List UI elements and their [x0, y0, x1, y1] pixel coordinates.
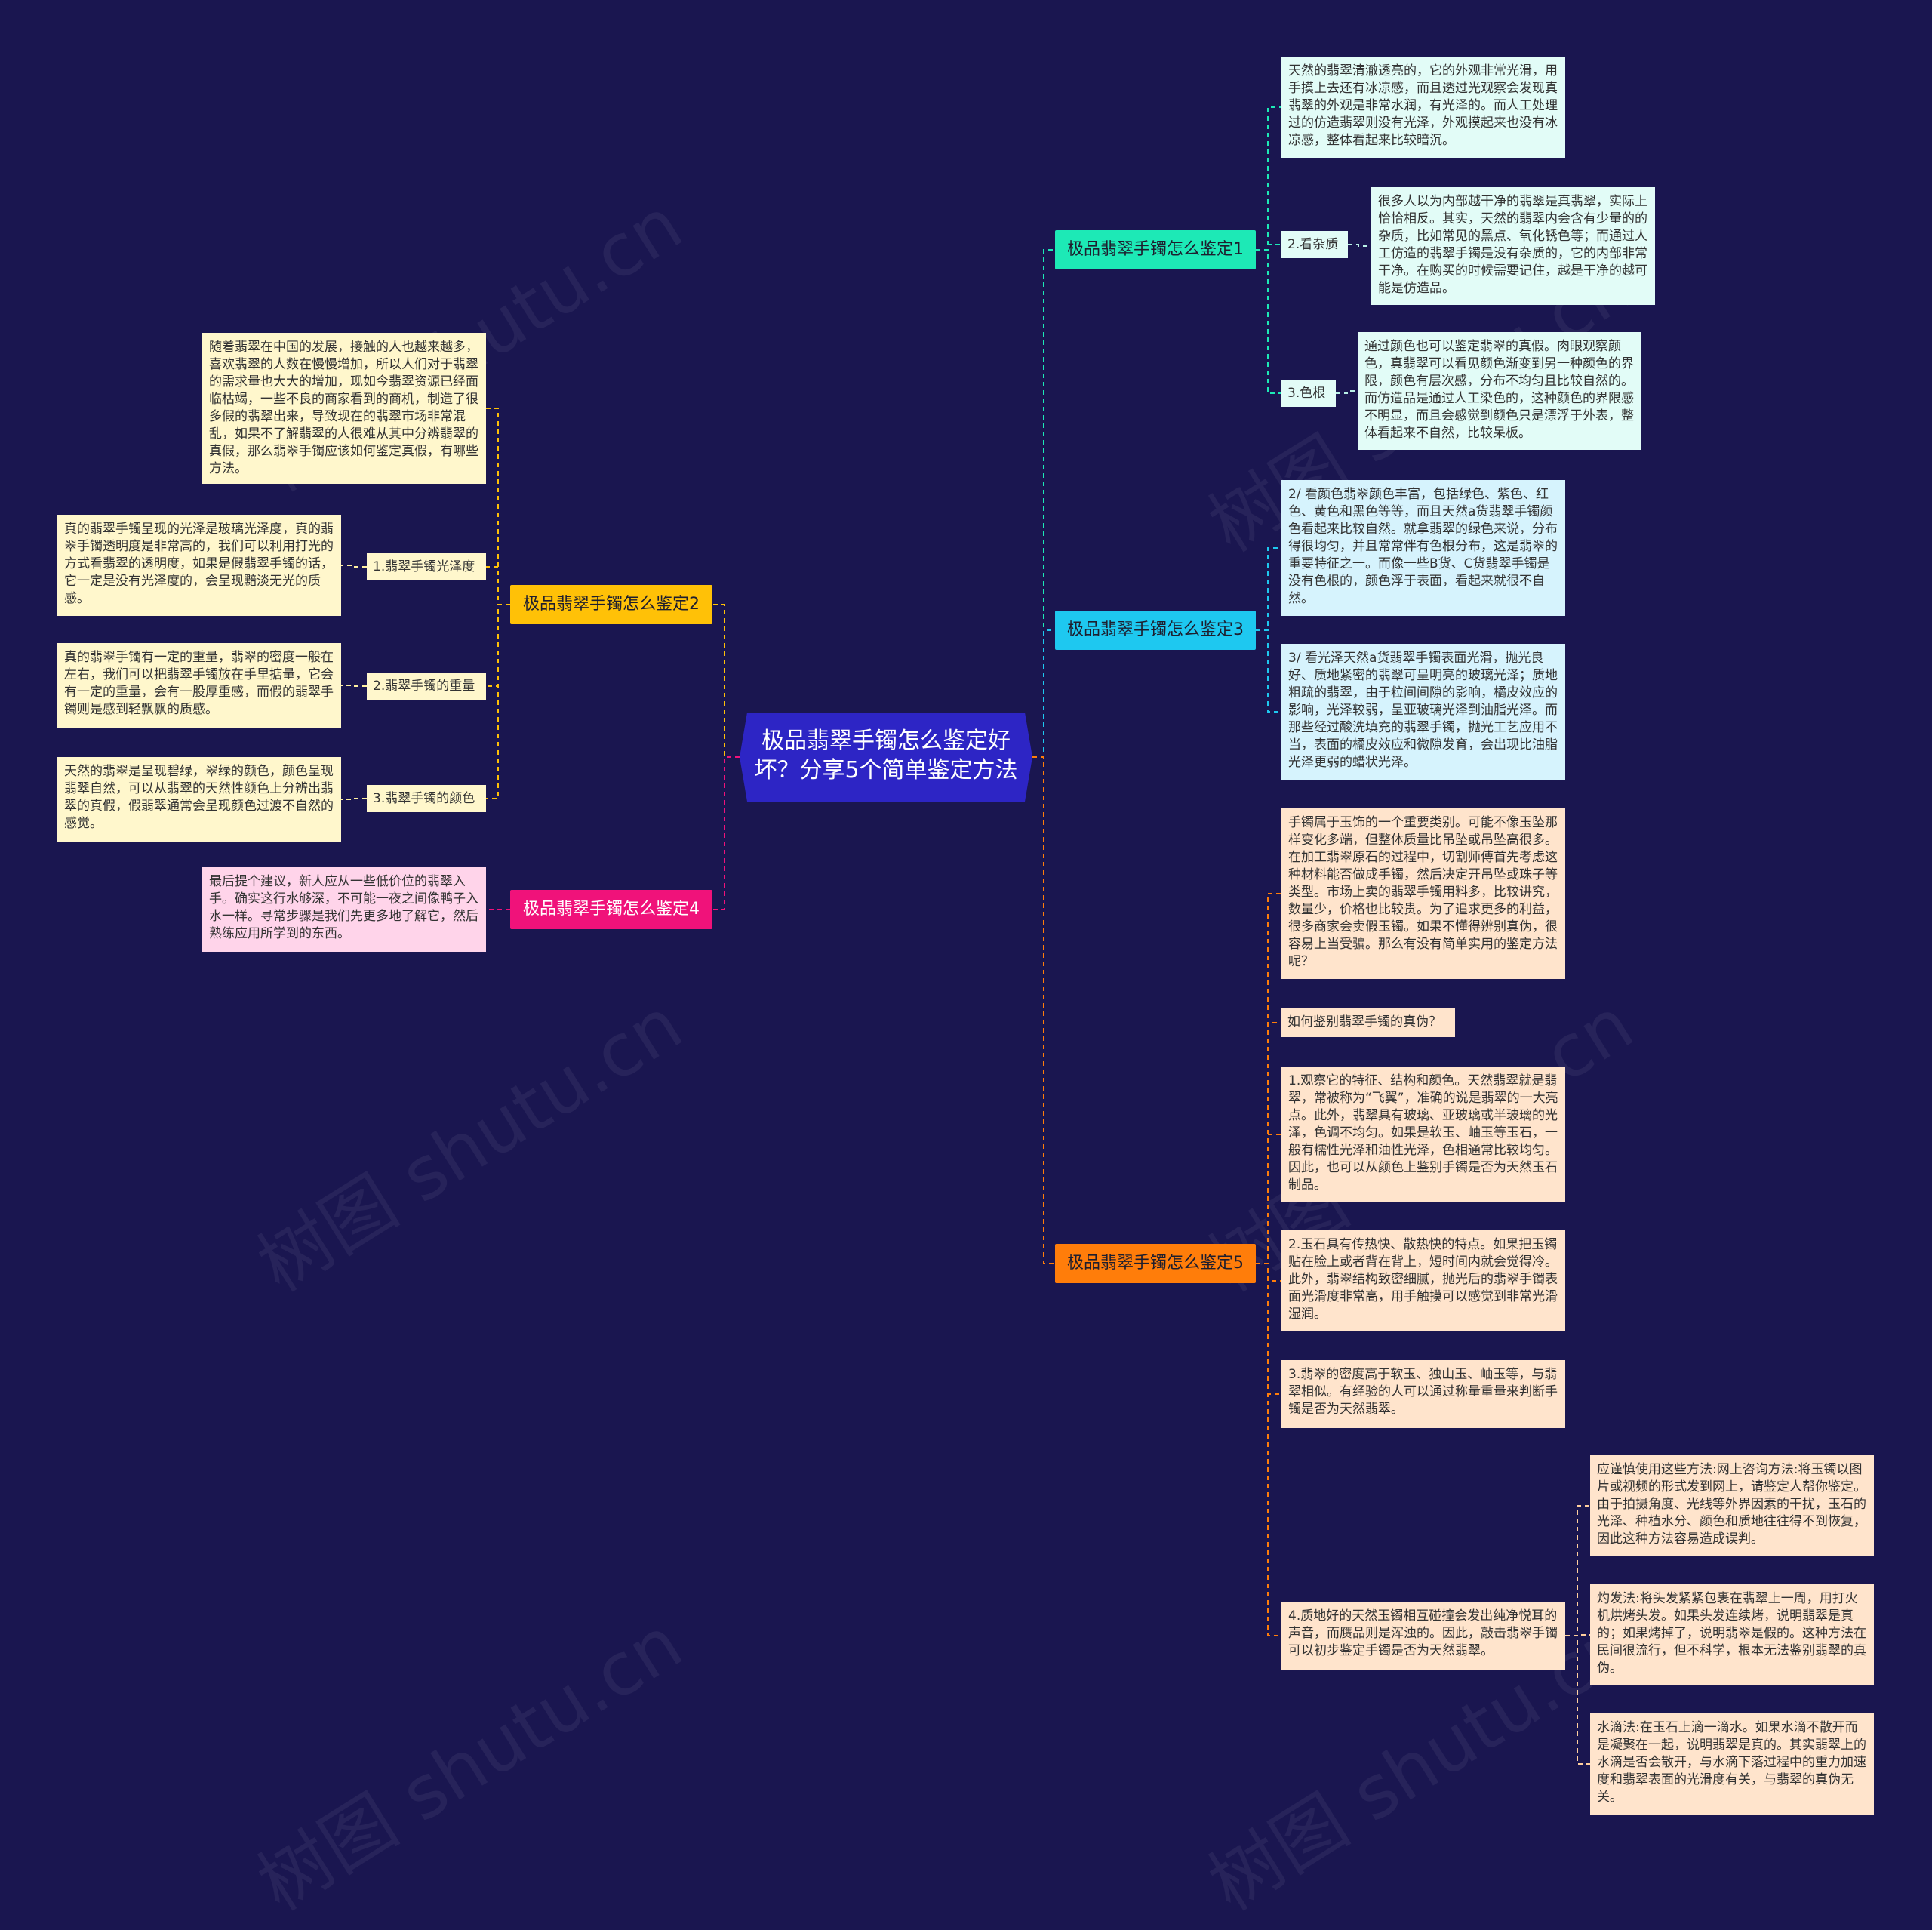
- branch-5-method-1-text: 1.观察它的特征、结构和颜色。天然翡翠就是翡翠，常被称为“飞翼”，准确的说是翡翠…: [1281, 1067, 1565, 1202]
- branch-1-sub-3-text: 通过颜色也可以鉴定翡翠的真假。肉眼观察颜色，真翡翠可以看见颜色渐变到另一种颜色的…: [1358, 332, 1641, 450]
- branch-5-question[interactable]: 如何鉴别翡翠手镯的真伪？: [1281, 1008, 1455, 1037]
- link-root-b2: [712, 604, 740, 758]
- root-topic[interactable]: 极品翡翠手镯怎么鉴定好坏？分享5个简单鉴定方法: [740, 713, 1032, 802]
- branch-2-sub-3-text: 天然的翡翠是呈现碧绿，翠绿的颜色，颜色呈现翡翠自然，可以从翡翠的天然性颜色上分辨…: [57, 757, 341, 842]
- link-b1-intro: [1256, 106, 1281, 251]
- link-root-b3: [1032, 629, 1055, 758]
- link-b1-s3: [1256, 249, 1281, 394]
- link-b2-s1: [486, 566, 510, 605]
- link-b3-t2: [1256, 629, 1281, 713]
- link-b2-s1-text: [341, 565, 367, 568]
- link-b2-s3: [486, 604, 510, 799]
- link-b1-s2: [1256, 244, 1281, 251]
- branch-2-sub-2-text: 真的翡翠手镯有一定的重量，翡翠的密度一般在左右，我们可以把翡翠手镯放在手里掂量，…: [57, 643, 341, 728]
- branch-5-topic[interactable]: 极品翡翠手镯怎么鉴定5: [1055, 1244, 1256, 1283]
- branch-2-intro-text: 随着翡翠在中国的发展，接触的人也越来越多，喜欢翡翠的人数在慢慢增加，所以人们对于…: [202, 333, 486, 484]
- branch-1-intro-text: 天然的翡翠清澈透亮的，它的外观非常光滑，用手摸上去还有冰凉感，而且透过光观察会发…: [1281, 57, 1565, 158]
- link-b5-t6a: [1565, 1505, 1590, 1636]
- branch-5-burn-text: 灼发法:将头发紧紧包裹在翡翠上一周，用打火机烘烤头发。如果头发连续烤，说明翡翠是…: [1590, 1584, 1874, 1685]
- link-root-b5: [1032, 756, 1055, 1264]
- branch-3-luster-text: 3/ 看光泽天然a货翡翠手镯表面光滑，抛光良好、质地紧密的翡翠可呈明亮的玻璃光泽…: [1281, 644, 1565, 780]
- link-b2-s2-text: [341, 685, 367, 687]
- branch-1-sub-2[interactable]: 2.看杂质: [1281, 231, 1348, 258]
- link-b3-t1: [1256, 547, 1281, 631]
- branch-3-topic[interactable]: 极品翡翠手镯怎么鉴定3: [1055, 611, 1256, 650]
- branch-5-method-3-text: 3.翡翠的密度高于软玉、独山玉、岫玉等，与翡翠相似。有经验的人可以通过称量重量来…: [1281, 1360, 1565, 1428]
- branch-2-sub-3[interactable]: 3.翡翠手镯的颜色: [367, 785, 486, 812]
- link-b5-t6: [1256, 1263, 1281, 1636]
- branch-5-water-text: 水滴法:在玉石上滴一滴水。如果水滴不散开而是凝聚在一起，说明翡翠是真的。其实翡翠…: [1590, 1713, 1874, 1815]
- link-b1-s2-text: [1348, 244, 1371, 247]
- branch-2-topic[interactable]: 极品翡翠手镯怎么鉴定2: [510, 585, 712, 624]
- branch-5-method-4-text: 4.质地好的天然玉镯相互碰撞会发出纯净悦耳的声音，而赝品则是浑浊的。因此，敲击翡…: [1281, 1602, 1565, 1670]
- branch-2-sub-1-text: 真的翡翠手镯呈现的光泽是玻璃光泽度，真的翡翠手镯透明度是非常高的，我们可以利用打…: [57, 515, 341, 616]
- branch-5-intro-text: 手镯属于玉饰的一个重要类别。可能不像玉坠那样变化多端，但整体质量比吊坠或吊坠高很…: [1281, 808, 1565, 979]
- link-root-b1: [1032, 249, 1055, 758]
- link-b5-t6c: [1565, 1635, 1590, 1765]
- branch-3-color-text: 2/ 看颜色翡翠颜色丰富，包括绿色、紫色、红色、黄色和黑色等等，而且天然a货翡翠…: [1281, 480, 1565, 616]
- branch-1-sub-3[interactable]: 3.色根: [1281, 380, 1336, 407]
- branch-1-sub-2-text: 很多人以为内部越干净的翡翠是真翡翠，实际上恰恰相反。其实，天然的翡翠内会含有少量…: [1371, 187, 1655, 305]
- branch-2-sub-2[interactable]: 2.翡翠手镯的重量: [367, 673, 486, 700]
- branch-2-sub-1[interactable]: 1.翡翠手镯光泽度: [367, 553, 486, 580]
- branch-4-advice-text: 最后提个建议，新人应从一些低价位的翡翠入手。确实这行水够深，不可能一夜之间像鸭子…: [202, 867, 486, 952]
- branch-5-method-2-text: 2.玉石具有传热快、散热快的特点。如果把玉镯贴在脸上或者背在背上，短时间内就会觉…: [1281, 1230, 1565, 1331]
- branch-5-caution-text: 应谨慎使用这些方法:网上咨询方法:将玉镯以图片或视频的形式发到网上，请鉴定人帮你…: [1590, 1455, 1874, 1556]
- connector-lines: [341, 106, 1590, 1765]
- link-b5-t2: [1256, 1022, 1281, 1264]
- link-root-b4: [712, 756, 740, 910]
- branch-1-topic[interactable]: 极品翡翠手镯怎么鉴定1: [1055, 230, 1256, 269]
- link-b5-t3: [1256, 1134, 1281, 1264]
- link-b1-s3-text: [1336, 390, 1358, 394]
- link-b2-intro: [486, 408, 510, 605]
- branch-4-topic[interactable]: 极品翡翠手镯怎么鉴定4: [510, 890, 712, 929]
